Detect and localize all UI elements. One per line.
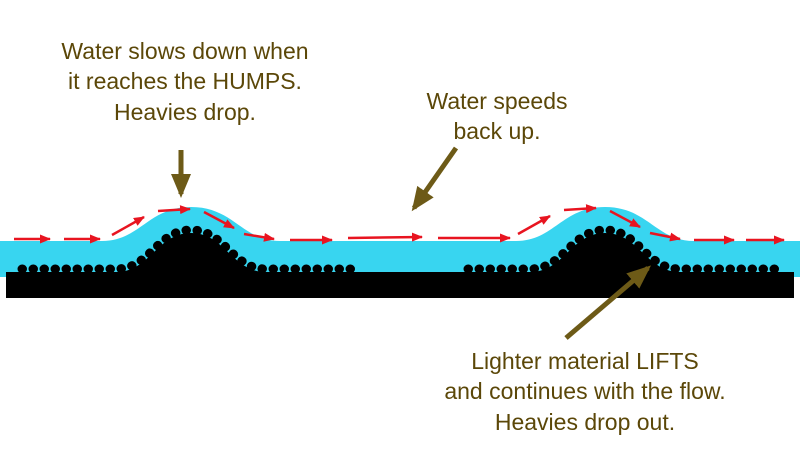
riffle-teeth-right <box>463 225 789 274</box>
label-water-speeds-up: Water speeds back up. <box>426 88 568 145</box>
flow-arrow <box>243 232 275 242</box>
flow-arrow <box>517 214 551 236</box>
label-water-slows-down: Water slows down when it reaches the HUM… <box>61 38 309 125</box>
flow-arrow <box>347 232 423 242</box>
pointer-arrow-speed <box>411 146 459 212</box>
flow-arrow <box>649 231 681 242</box>
flow-arrow <box>563 204 597 214</box>
flow-arrow <box>203 210 235 230</box>
flow-arrows <box>14 204 785 245</box>
riffle-teeth-left <box>17 225 363 274</box>
pointer-arrow-lift <box>564 265 652 340</box>
riffle-teeth <box>17 225 789 274</box>
pointer-arrows <box>171 146 652 340</box>
flow-arrow <box>157 205 191 215</box>
flow-arrow <box>609 209 641 229</box>
riffle-mat-base <box>6 233 794 298</box>
flow-arrow <box>111 215 145 237</box>
label-lighter-material-lifts: Lighter material LIFTS and continues wit… <box>444 348 726 435</box>
